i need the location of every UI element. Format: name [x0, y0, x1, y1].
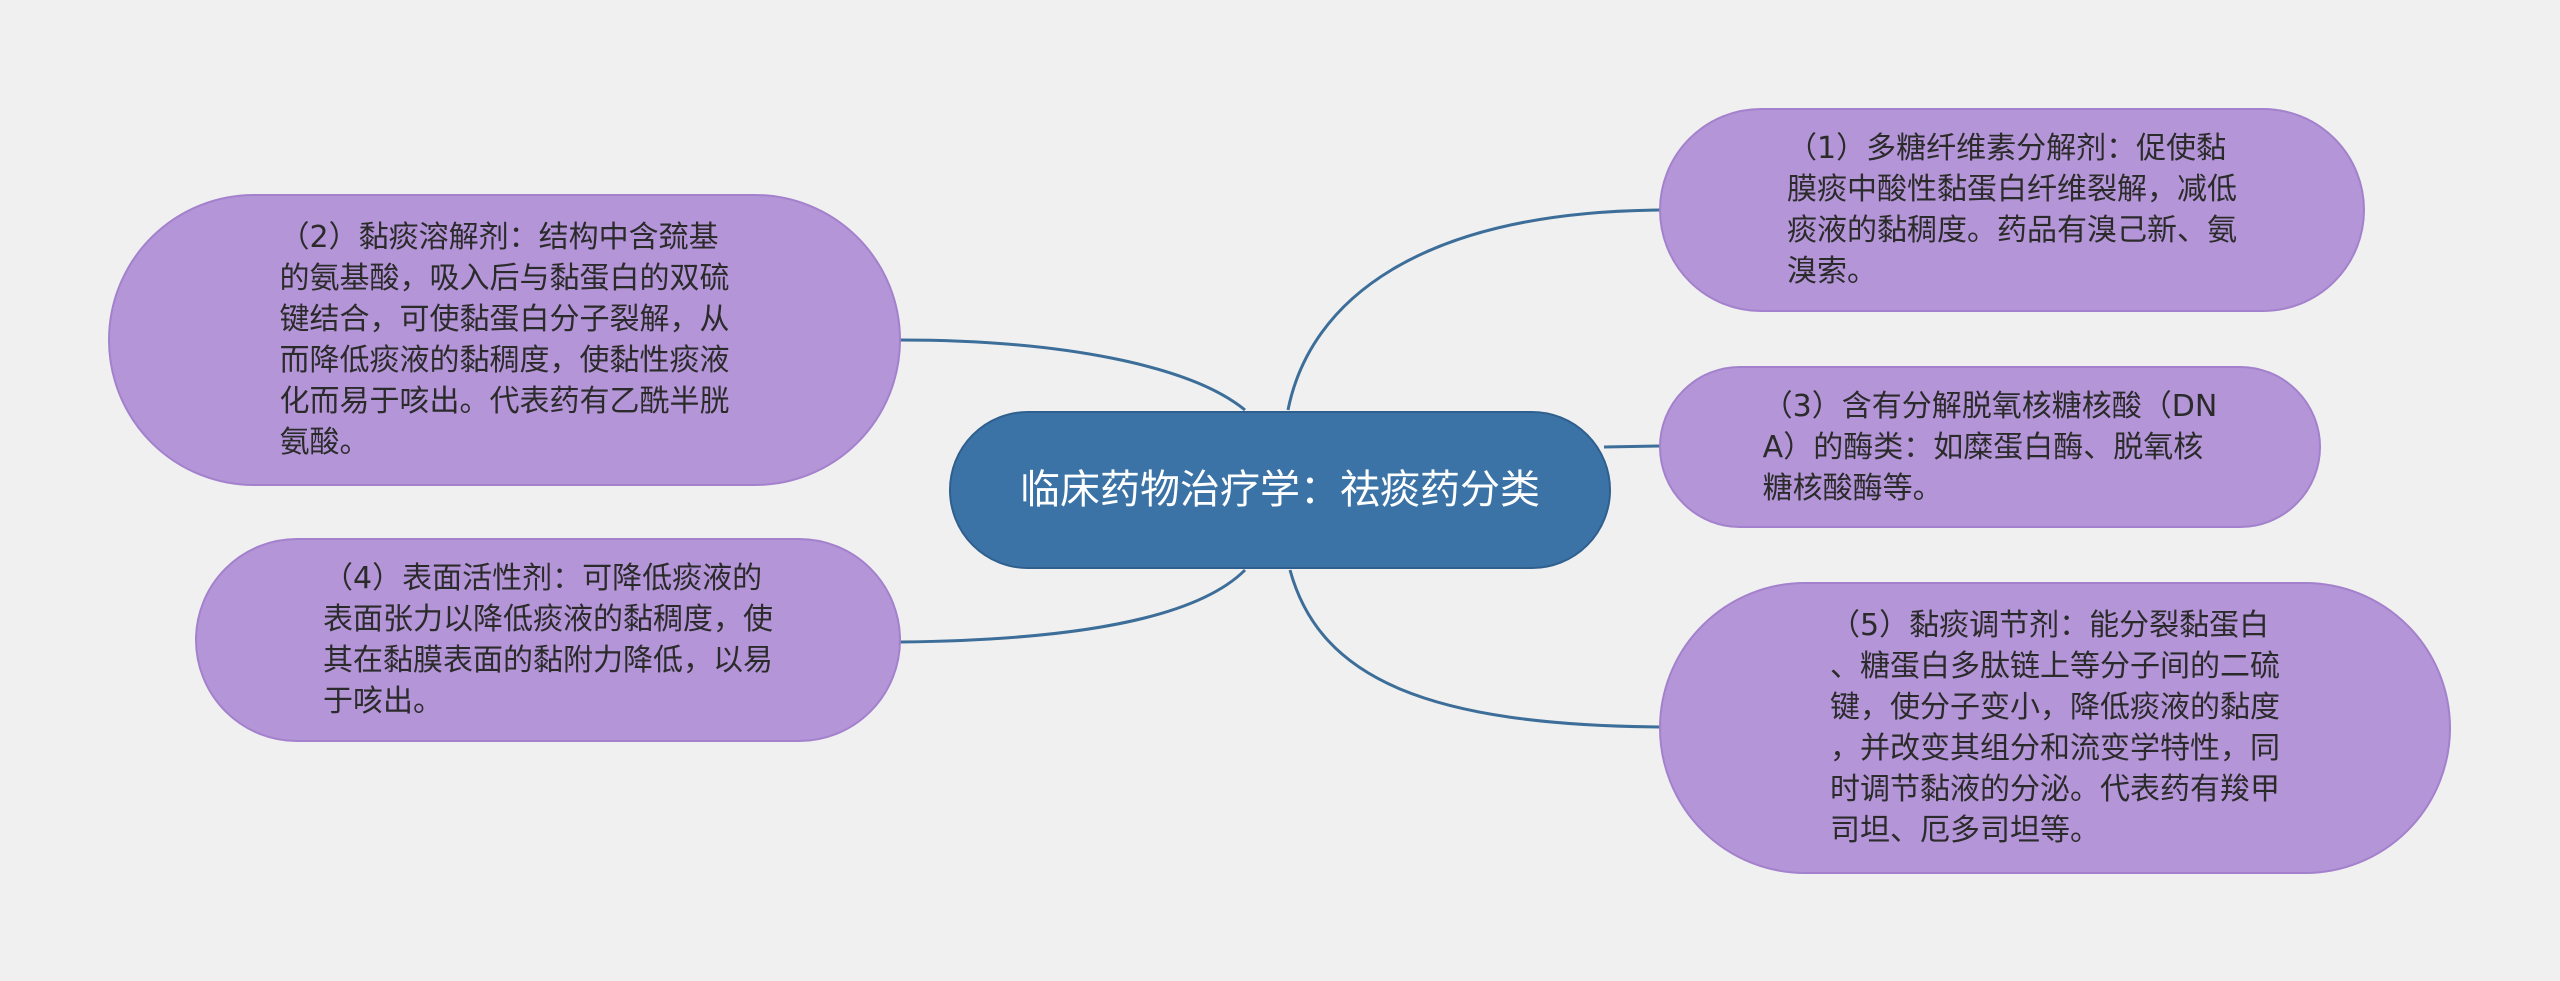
central-topic[interactable]: 临床药物治疗学：祛痰药分类	[949, 411, 1611, 569]
connector-topic-1	[1286, 208, 1661, 411]
connector-topic-2	[899, 338, 1246, 412]
connector-topic-5	[1288, 569, 1661, 729]
topic-2-label: （2）黏痰溶解剂：结构中含巯基 的氨基酸，吸入后与黏蛋白的双硫 键结合，可使黏蛋…	[279, 220, 730, 460]
topic-5-label: （5）黏痰调节剂：能分裂黏蛋白 、糖蛋白多肽链上等分子间的二硫 键，使分子变小，…	[1830, 608, 2280, 848]
topic-1-polysaccharide-cellulose-decomposer[interactable]: （1）多糖纤维素分解剂：促使黏 膜痰中酸性黏蛋白纤维裂解，减低 痰液的黏稠度。药…	[1659, 108, 2365, 312]
connector-topic-4	[899, 568, 1247, 644]
topic-3-label: （3）含有分解脱氧核糖核酸（DN A）的酶类：如糜蛋白酶、脱氧核 糖核酸酶等。	[1762, 388, 2218, 506]
connector-topic-3	[1603, 444, 1661, 449]
central-topic-label: 临床药物治疗学：祛痰药分类	[1020, 467, 1540, 513]
topic-4-surfactant[interactable]: （4）表面活性剂：可降低痰液的 表面张力以降低痰液的黏稠度，使 其在黏膜表面的黏…	[195, 538, 901, 742]
topic-1-label: （1）多糖纤维素分解剂：促使黏 膜痰中酸性黏蛋白纤维裂解，减低 痰液的黏稠度。药…	[1787, 131, 2237, 289]
topic-4-label: （4）表面活性剂：可降低痰液的 表面张力以降低痰液的黏稠度，使 其在黏膜表面的黏…	[323, 561, 773, 719]
topic-5-mucus-regulator[interactable]: （5）黏痰调节剂：能分裂黏蛋白 、糖蛋白多肽链上等分子间的二硫 键，使分子变小，…	[1659, 582, 2451, 874]
topic-3-dna-decomposing-enzymes[interactable]: （3）含有分解脱氧核糖核酸（DN A）的酶类：如糜蛋白酶、脱氧核 糖核酸酶等。	[1659, 366, 2321, 528]
topic-2-mucolytic-agent[interactable]: （2）黏痰溶解剂：结构中含巯基 的氨基酸，吸入后与黏蛋白的双硫 键结合，可使黏蛋…	[108, 194, 901, 486]
